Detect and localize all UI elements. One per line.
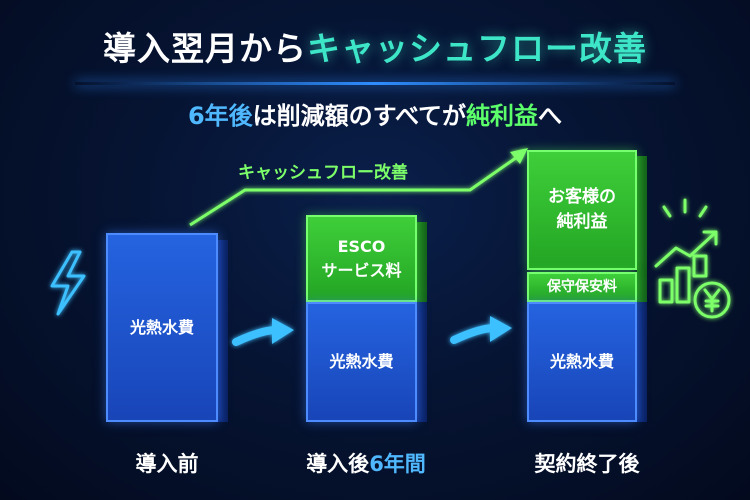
- trend-arrow-line: [189, 153, 521, 227]
- trend-arrow-head: [510, 148, 528, 164]
- bar-label: 保守保安料: [547, 278, 617, 295]
- column-label-prefix: 導入後: [306, 452, 370, 476]
- bar-side: [417, 222, 427, 302]
- title-divider: [75, 82, 675, 85]
- column-label-highlight: 6年間: [369, 452, 426, 476]
- bar-utility-after: 光熱水費: [527, 302, 637, 422]
- bar-customer-profit: お客様の 純利益: [527, 150, 637, 270]
- bar-utility-before: 光熱水費: [106, 233, 218, 422]
- bar-label: 光熱水費: [129, 317, 194, 337]
- page-title: 導入翌月からキャッシュフロー改善: [0, 22, 750, 70]
- bar-label: 光熱水費: [549, 352, 614, 371]
- subtitle-end: へ: [538, 102, 563, 130]
- arrow-right-icon: [232, 318, 294, 346]
- trend-label: キャッシュフロー改善: [238, 163, 408, 183]
- subtitle-middle: は削減額のすべてが: [252, 102, 467, 130]
- growth-chart-yen-icon: [654, 198, 731, 319]
- bar-side: [218, 240, 228, 422]
- title-highlight: キャッシュフロー改善: [307, 29, 647, 68]
- bar-side: [637, 156, 647, 302]
- bar-label: 純利益: [556, 212, 608, 232]
- bar-esco-fee: ESCO サービス料: [306, 215, 417, 302]
- subtitle-profit: 純利益: [466, 102, 539, 130]
- page-subtitle: 6年後は削減額のすべてが純利益へ: [0, 96, 750, 131]
- bar-side: [637, 302, 647, 422]
- bar-label: サービス料: [321, 260, 402, 280]
- arrow-right-icon: [450, 316, 512, 344]
- bar-maintenance-fee: 保守保安料: [527, 272, 637, 302]
- subtitle-years: 6年後: [187, 102, 253, 130]
- column-label-during: 導入後6年間: [286, 448, 446, 478]
- bar-side: [417, 302, 427, 422]
- bar-label: お客様の: [548, 186, 616, 207]
- column-label-after: 契約終了後: [534, 452, 640, 476]
- title-prefix: 導入翌月から: [103, 29, 307, 68]
- bar-label: ESCO: [337, 236, 386, 256]
- lightning-icon: [50, 250, 86, 316]
- column-label-before: 導入前: [135, 452, 199, 476]
- bar-utility-during: 光熱水費: [306, 302, 417, 422]
- bar-label: 光熱水費: [329, 352, 394, 371]
